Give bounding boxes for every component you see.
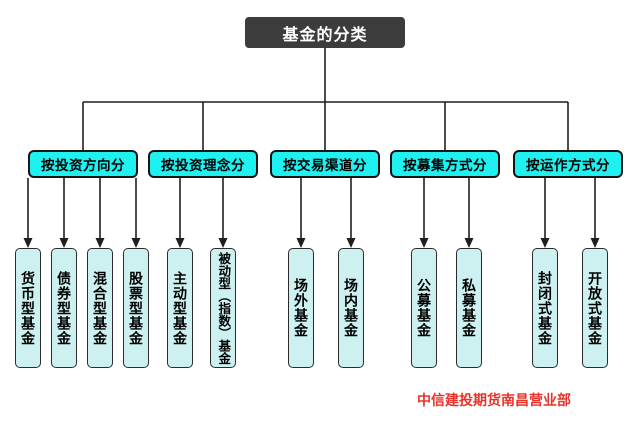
leaf-label: 封闭式基金 xyxy=(537,270,553,346)
category-node-by-trading-channel: 按交易渠道分 xyxy=(270,150,380,178)
leaf-label: 场内基金 xyxy=(343,278,359,338)
category-node-by-investment-philosophy: 按投资理念分 xyxy=(148,150,258,178)
leaf-node-exchange-fund: 场内基金 xyxy=(338,248,364,368)
leaf-label: 私募基金 xyxy=(461,278,477,338)
leaf-node-open-end-fund: 开放式基金 xyxy=(582,248,608,368)
leaf-label: 股票型基金 xyxy=(128,270,144,346)
root-node-fund-classification: 基金的分类 xyxy=(245,17,405,48)
leaf-node-closed-end-fund: 封闭式基金 xyxy=(532,248,558,368)
leaf-label: 被动型（指数）基金 xyxy=(216,251,231,365)
leaf-node-stock-fund: 股票型基金 xyxy=(123,248,149,368)
leaf-node-private-offering-fund: 私募基金 xyxy=(456,248,482,368)
leaf-label: 开放式基金 xyxy=(587,270,603,346)
category-node-by-operation-mode: 按运作方式分 xyxy=(513,150,623,178)
watermark-text: 中信建投期货南昌营业部 xyxy=(417,392,571,408)
leaf-node-passive-index-fund: 被动型（指数）基金 xyxy=(210,248,236,368)
category-node-by-fundraising-method: 按募集方式分 xyxy=(390,150,500,178)
leaf-node-public-offering-fund: 公募基金 xyxy=(411,248,437,368)
leaf-label: 货币型基金 xyxy=(20,270,36,346)
leaf-label: 公募基金 xyxy=(416,278,432,338)
leaf-node-hybrid-fund: 混合型基金 xyxy=(87,248,113,368)
leaf-label: 主动型基金 xyxy=(172,270,188,346)
leaf-node-bond-fund: 债券型基金 xyxy=(51,248,77,368)
leaf-node-active-fund: 主动型基金 xyxy=(167,248,193,368)
leaf-node-otc-fund: 场外基金 xyxy=(288,248,314,368)
category-node-by-investment-direction: 按投资方向分 xyxy=(28,150,138,178)
leaf-label: 混合型基金 xyxy=(92,270,108,346)
leaf-label: 场外基金 xyxy=(293,278,309,338)
leaf-label: 债券型基金 xyxy=(56,270,72,346)
leaf-node-money-market-fund: 货币型基金 xyxy=(15,248,41,368)
